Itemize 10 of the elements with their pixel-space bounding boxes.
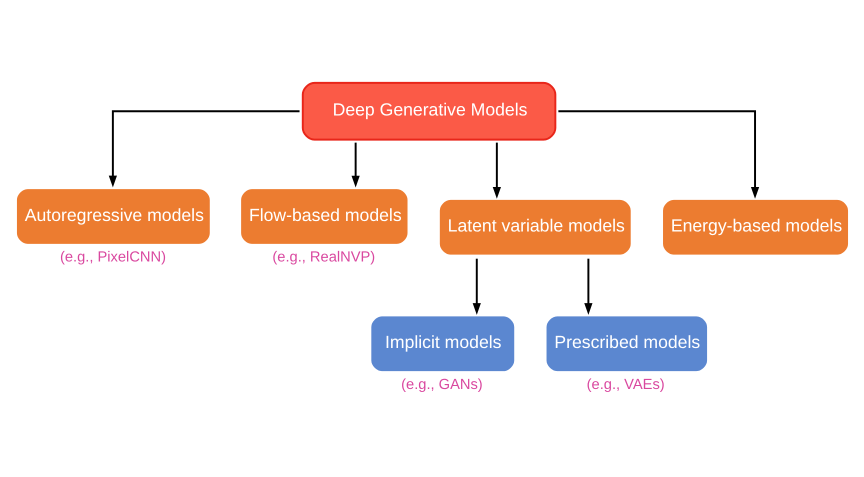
node-label: (e.g., RealNVP) [272, 250, 376, 266]
arrow [108, 110, 300, 188]
arrow [352, 142, 360, 188]
arrow [558, 110, 760, 199]
node-label: (e.g., GANs) [401, 376, 483, 393]
node-label: (e.g., VAEs) [586, 376, 665, 393]
node-label: (e.g., PixelCNN) [60, 250, 166, 266]
arrow [492, 142, 501, 199]
arrow [584, 258, 592, 315]
arrow [472, 258, 481, 315]
